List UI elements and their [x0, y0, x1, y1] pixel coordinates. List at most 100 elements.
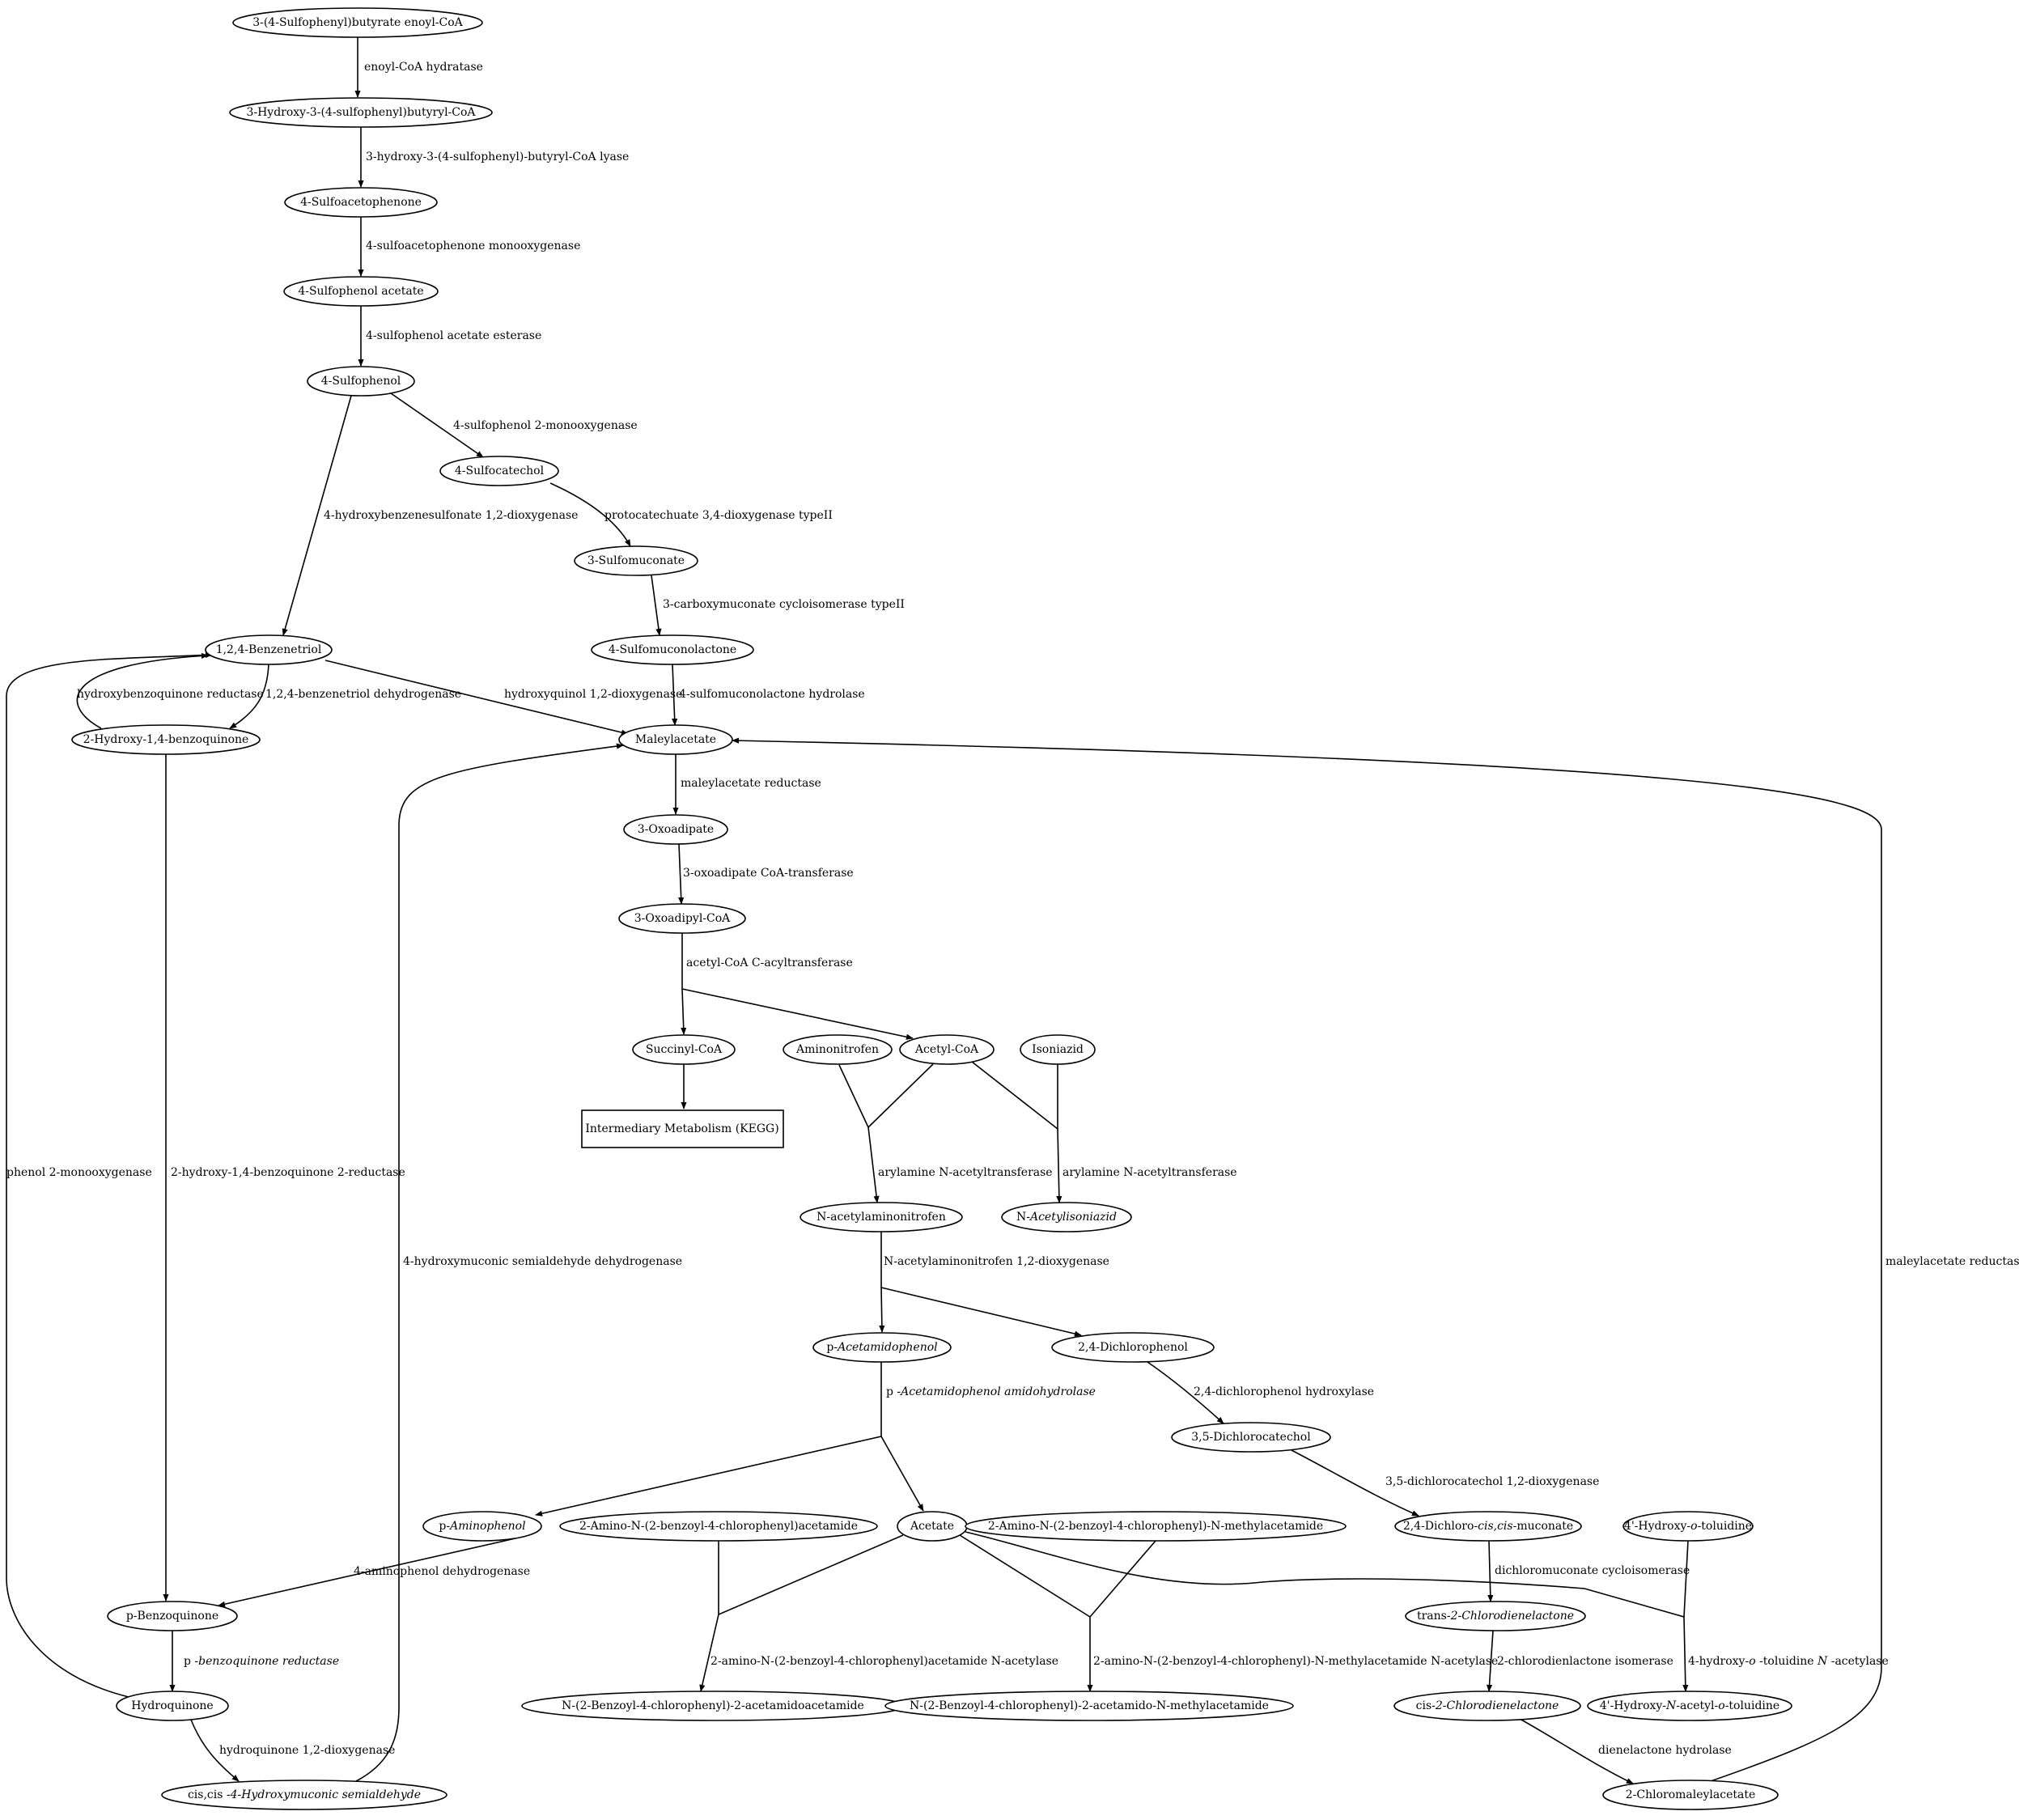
node-n11: Maleylacetate	[618, 724, 733, 755]
node-n10: 2-Hydroxy-1,4-benzoquinone	[71, 724, 261, 755]
edge-label: 4-hydroxy-o -toluidine N -acetylase	[1688, 1655, 1889, 1668]
node-n38: 2-Chloromaleylacetate	[1602, 1780, 1779, 1810]
node-label: 2-Amino-N-(2-benzoyl-4-chlorophenyl)-N-m…	[988, 1520, 1323, 1533]
edge-label: 4-sulfoacetophenone monooxygenase	[366, 240, 580, 252]
node-label: cis,cis -4-Hydroxymuconic semialdehyde	[188, 1788, 421, 1801]
edge-label: p -benzoquinone reductase	[184, 1655, 339, 1668]
edge-label: dichloromuconate cycloisomerase	[1495, 1564, 1690, 1577]
node-label: Acetate	[910, 1520, 954, 1533]
edge-path	[651, 575, 662, 636]
edge-path	[672, 664, 678, 726]
node-ellipse	[618, 903, 746, 934]
node-ellipse	[1393, 1691, 1581, 1721]
node-n15: Aminonitrofen	[783, 1034, 893, 1065]
node-label: N-(2-Benzoyl-4-chlorophenyl)-2-acetamido…	[910, 1699, 1269, 1712]
node-ellipse	[284, 187, 438, 218]
node-ellipse	[618, 724, 733, 755]
edge-label: 4-aminophenol dehydrogenase	[354, 1565, 530, 1578]
node-n23: 3,5-Dichlorocatechol	[1171, 1422, 1331, 1453]
edge-label: maleylacetate reductase	[1885, 1255, 2019, 1268]
edge-e26: maleylacetate reductase	[732, 737, 2019, 1782]
edge-path	[880, 1436, 924, 1512]
edge-e9: 4-sulfomuconolactone hydrolase	[672, 664, 865, 726]
node-ellipse	[591, 634, 754, 665]
edge-e2: 3-hydroxy-3-(4-sulfophenyl)-butyryl-CoA …	[358, 127, 629, 188]
edge-label: 2-hydroxy-1,4-benzoquinone 2-reductase	[171, 1166, 405, 1179]
node-label: 2,4-Dichlorophenol	[1078, 1341, 1188, 1354]
edge-label: maleylacetate reductase	[681, 777, 821, 790]
node-ellipse	[559, 1511, 878, 1542]
node-ellipse	[205, 634, 333, 665]
edge-path	[1487, 1540, 1494, 1602]
node-ellipse	[1171, 1422, 1331, 1453]
node-n6: 4-Sulfocatechol	[439, 456, 559, 486]
node-n14: Succinyl-CoA	[632, 1034, 736, 1065]
node-n12: 3-Oxoadipate	[623, 814, 728, 845]
edge-label: acetyl-CoA C-acyltransferase	[686, 957, 853, 969]
edge-e1: enoyl-CoA hydratase	[354, 37, 483, 98]
node-n31: trans-2-Chlorodienelactone	[1405, 1601, 1586, 1631]
node-label: 2-Amino-N-(2-benzoyl-4-chlorophenyl)acet…	[579, 1520, 858, 1533]
node-label: 4-Sulfoacetophenone	[300, 196, 422, 209]
node-ellipse	[632, 1034, 736, 1065]
edge-label: hydroxybenzoquinone reductase	[77, 688, 264, 701]
node-n19: N-acetylaminonitrofen	[800, 1202, 963, 1232]
node-label: 3-Hydroxy-3-(4-sulfophenyl)butyryl-CoA	[246, 106, 476, 119]
edge-e27: 2-hydroxy-1,4-benzoquinone 2-reductase	[163, 754, 405, 1602]
node-n24: p-Aminophenol	[422, 1511, 542, 1542]
edge-path	[1486, 1630, 1494, 1692]
node-label: 4'-Hydroxy-o-toluidine	[1624, 1520, 1752, 1533]
node-n22: 2,4-Dichlorophenol	[1051, 1332, 1215, 1363]
edge-path	[355, 743, 624, 1782]
edge-path	[959, 1534, 1091, 1618]
edge-label: p -Acetamidophenol amidohydrolase	[886, 1385, 1096, 1398]
edge-path	[1056, 1128, 1063, 1203]
node-ellipse	[1051, 1332, 1215, 1363]
node-n17: Isoniazid	[1020, 1034, 1096, 1065]
node-n29: 4'-Hydroxy-o-toluidine	[1622, 1511, 1754, 1542]
node-label: Aminonitrofen	[795, 1043, 879, 1056]
node-ellipse	[1001, 1202, 1132, 1232]
edge-label: 4-sulfomuconolactone hydrolase	[679, 688, 865, 701]
node-label: 4-Sulfophenol acetate	[298, 285, 423, 298]
node-label: 3-(4-Sulfophenyl)butyrate enoyl-CoA	[252, 16, 463, 29]
node-label: Intermediary Metabolism (KEGG)	[585, 1122, 778, 1135]
node-label: 1,2,4-Benzenetriol	[216, 643, 322, 656]
node-n28: 2,4-Dichloro-cis,cis-muconate	[1394, 1511, 1582, 1542]
edge-e4: 4-sulfophenol acetate esterase	[358, 306, 541, 367]
node-ellipse	[422, 1511, 542, 1542]
edge-path	[324, 660, 629, 736]
node-n8: 4-Sulfomuconolactone	[591, 634, 754, 665]
edge-e20: 2,4-dichlorophenol hydroxylase	[1147, 1361, 1374, 1424]
node-ellipse	[623, 814, 728, 845]
edge-label: 3-hydroxy-3-(4-sulfophenyl)-butyryl-CoA …	[366, 151, 629, 163]
node-n4: 4-Sulfophenol acetate	[283, 276, 439, 307]
edge-e8: 3-carboxymuconate cycloisomerase typeII	[651, 575, 905, 636]
node-n26: Acetate	[897, 1511, 968, 1542]
edge-e5: 4-sulfophenol 2-monooxygenase	[390, 392, 638, 458]
edge-label: 4-sulfophenol acetate esterase	[366, 329, 541, 342]
node-label: Hydroquinone	[131, 1699, 213, 1712]
edge-e28: p -benzoquinone reductase	[169, 1631, 339, 1692]
edge-e17: arylamine N-acetyltransferase	[971, 1061, 1237, 1203]
node-ellipse	[1394, 1511, 1582, 1542]
edge-label: 2-amino-N-(2-benzoyl-4-chlorophenyl)acet…	[710, 1655, 1058, 1668]
node-n9: 1,2,4-Benzenetriol	[205, 634, 333, 665]
node-ellipse	[783, 1034, 893, 1065]
edge-label: enoyl-CoA hydratase	[364, 61, 483, 74]
node-n1: 3-(4-Sulfophenyl)butyrate enoyl-CoA	[232, 7, 483, 38]
edge-e21: 3,5-dichlorocatechol 1,2-dioxygenase	[1291, 1449, 1599, 1517]
edge-path	[76, 652, 209, 729]
node-label: 3,5-Dichlorocatechol	[1191, 1431, 1311, 1444]
edge-label: 1,2,4-benzenetriol dehydrogenase	[265, 688, 461, 701]
node-n3: 4-Sulfoacetophenone	[284, 187, 438, 218]
node-n32: Hydroquinone	[116, 1691, 229, 1721]
edge-e11: 1,2,4-benzenetriol dehydrogenase	[229, 664, 461, 729]
edge-label: phenol 2-monooxygenase	[6, 1166, 152, 1179]
edge-e19: p -Acetamidophenol amidohydrolase	[535, 1362, 1096, 1517]
node-n21: p-Acetamidophenol	[812, 1332, 952, 1363]
edge-e32: 2-amino-N-(2-benzoyl-4-chlorophenyl)acet…	[699, 1534, 1058, 1692]
node-label: cis-2-Chlorodienelactone	[1416, 1699, 1559, 1712]
node-label: N-acetylaminonitrofen	[817, 1211, 946, 1224]
